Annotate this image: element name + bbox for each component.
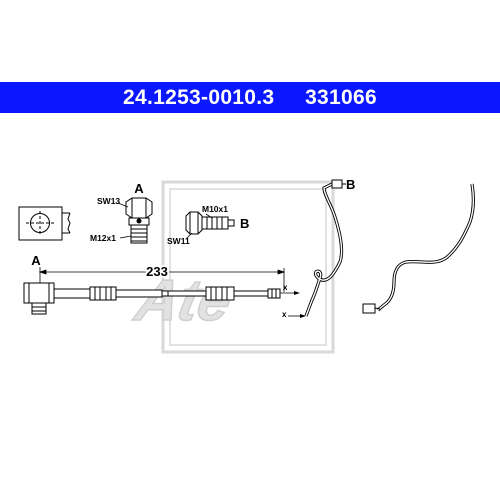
- ate-watermark-logo: Ate: [128, 180, 335, 354]
- crimp-ferrule-2: [205, 286, 235, 301]
- nut-thread-m10: [201, 216, 229, 230]
- watermark-inner-frame: [169, 188, 327, 346]
- watermark-text: Ate: [129, 269, 238, 333]
- x-mark-2: x: [282, 310, 287, 319]
- x-mark-1: x: [283, 283, 288, 292]
- banjo-top-view: [18, 206, 71, 241]
- view-a-label: A: [134, 181, 144, 196]
- bent-line-side-view: [362, 183, 475, 314]
- hose-middle: [115, 289, 163, 298]
- nut-hex-sw11: [185, 211, 203, 235]
- sw13-label: SW13: [97, 196, 120, 206]
- title-bar: 24.1253-0010.3 331066: [0, 82, 500, 113]
- ref-number: 331066: [305, 85, 377, 109]
- watermark-frame: [161, 180, 335, 354]
- part-number: 24.1253-0010.3: [123, 85, 275, 109]
- crimp-ferrule-1: [89, 286, 117, 301]
- length-dimension: [38, 267, 286, 292]
- view-b-label: B: [240, 216, 249, 231]
- end-a-label: A: [31, 253, 41, 268]
- tube-nut-b: [331, 179, 343, 189]
- brake-tube: [233, 290, 269, 297]
- tube-nut-side: [267, 288, 281, 299]
- banjo-bolt-side: [31, 302, 47, 315]
- bent-line-front-view: [304, 179, 346, 317]
- end-b-label: B: [346, 177, 355, 192]
- bolt-head-sw13: [125, 197, 153, 219]
- length-label: 233: [146, 264, 168, 279]
- view-a-bolt: [125, 197, 153, 244]
- hose-side-view: [23, 282, 281, 315]
- sw11-label: SW11: [167, 236, 190, 246]
- m10x1-label: M10x1: [202, 204, 228, 214]
- fitting-right-end: [362, 303, 376, 314]
- view-b-nut: [185, 211, 235, 235]
- bolt-thread-m12: [130, 224, 148, 244]
- hose-segment: [53, 288, 91, 299]
- m12x1-label: M12x1: [90, 233, 116, 243]
